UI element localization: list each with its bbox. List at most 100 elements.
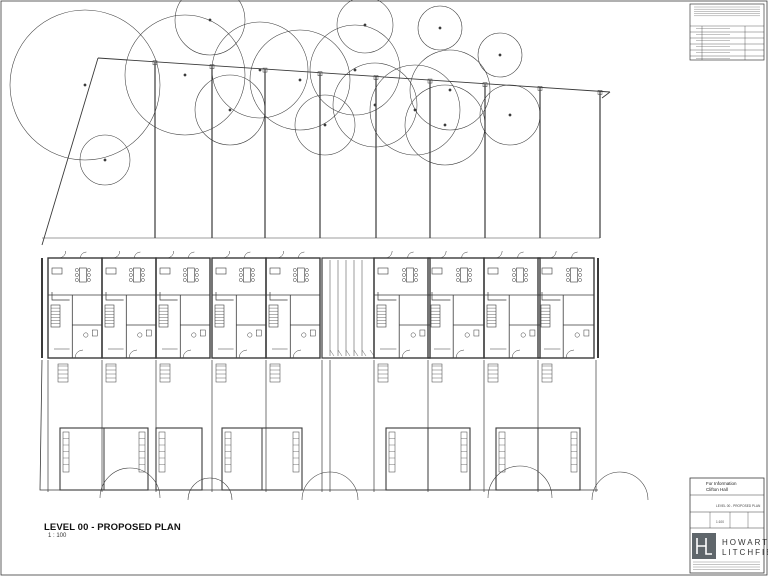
staircase <box>540 304 551 328</box>
passage-outline <box>321 257 375 359</box>
tree-canopy <box>79 134 131 186</box>
fence-post <box>373 75 379 80</box>
door-swing <box>292 349 302 359</box>
garage <box>495 427 581 491</box>
patio-door-swing <box>439 250 447 259</box>
tree-trunk <box>443 123 447 127</box>
front-steps <box>377 363 389 383</box>
patio-door-swing <box>188 251 195 259</box>
passage-hatch <box>361 349 367 357</box>
bin-store <box>158 431 166 473</box>
passage-hatch <box>353 349 359 357</box>
sofa <box>215 267 227 275</box>
chair <box>566 278 570 282</box>
patio-door-swing <box>298 251 305 259</box>
title-block <box>689 477 765 574</box>
front-steps <box>487 363 499 383</box>
chair <box>250 278 255 282</box>
chair <box>238 268 243 272</box>
chair <box>292 273 297 277</box>
chair <box>74 273 79 277</box>
chair <box>402 278 406 282</box>
house-unit <box>427 250 485 359</box>
front-tree-canopy <box>591 471 649 501</box>
basin <box>583 329 590 337</box>
staircase <box>268 304 279 328</box>
patio-door-swing <box>222 250 231 259</box>
front-steps <box>431 363 443 383</box>
tree-trunk <box>363 23 367 27</box>
staircase <box>214 304 225 328</box>
bin-store <box>62 431 70 473</box>
chair <box>578 273 582 277</box>
fence-post <box>537 86 543 91</box>
tree-trunk <box>228 108 232 112</box>
garden-boundary <box>41 57 611 246</box>
patio-door-swing <box>166 250 175 259</box>
sofa <box>51 267 63 275</box>
kitchen-counter <box>51 292 70 301</box>
front-steps <box>269 363 281 383</box>
patio-door-swing <box>276 250 285 259</box>
chair <box>468 268 472 272</box>
chair <box>566 273 570 277</box>
fence-post <box>262 67 268 73</box>
chair <box>238 278 243 282</box>
chair <box>86 268 91 272</box>
dining-table <box>79 267 87 283</box>
step-frame <box>215 363 227 383</box>
wc <box>410 332 416 338</box>
chair <box>140 268 145 272</box>
wc <box>83 332 89 338</box>
chair <box>182 278 187 282</box>
dining-table <box>570 267 578 283</box>
tree-trunk <box>103 158 107 162</box>
tree-canopy <box>336 0 394 54</box>
front-steps <box>57 363 69 383</box>
central-passage <box>321 257 375 359</box>
logo-text-line2: LITCHFIE <box>722 548 768 557</box>
tree-canopy <box>409 49 491 131</box>
house-unit <box>483 250 541 359</box>
front-steps <box>215 363 227 383</box>
patio-door-swing <box>112 250 121 259</box>
title-block-scale: 1:100 <box>716 520 724 524</box>
house-unit <box>265 250 321 359</box>
front-steps <box>105 363 117 383</box>
staircase <box>104 304 115 328</box>
dining-table <box>187 267 195 283</box>
title-block-sheet-title: LEVEL 00 - PROPOSED PLAN <box>716 504 761 508</box>
dining-table <box>516 267 524 283</box>
chair <box>578 278 582 282</box>
wc <box>464 332 470 338</box>
chair <box>128 268 133 272</box>
step-frame <box>541 363 553 383</box>
basin <box>146 329 152 337</box>
garage <box>221 427 303 491</box>
chair <box>86 278 91 282</box>
chair <box>414 273 418 277</box>
staircase <box>376 304 387 328</box>
chair <box>128 278 133 282</box>
chair <box>250 273 255 277</box>
chair <box>456 278 460 282</box>
tree-canopy <box>294 94 356 156</box>
basin <box>419 329 426 337</box>
chair <box>182 268 187 272</box>
wc <box>301 332 307 338</box>
house-unit <box>537 250 595 359</box>
logo-text-line1: HOWARTH <box>722 538 768 547</box>
fence-post <box>317 71 323 76</box>
tree-canopy <box>417 5 463 51</box>
door-swing <box>455 349 465 359</box>
house-unit <box>47 250 103 359</box>
front-steps <box>159 363 171 383</box>
basin <box>529 329 536 337</box>
basin <box>200 329 206 337</box>
basin <box>473 329 480 337</box>
patio-door-swing <box>80 251 87 259</box>
house-unit <box>101 250 157 359</box>
chair <box>250 268 255 272</box>
kitchen-counter <box>377 292 397 301</box>
